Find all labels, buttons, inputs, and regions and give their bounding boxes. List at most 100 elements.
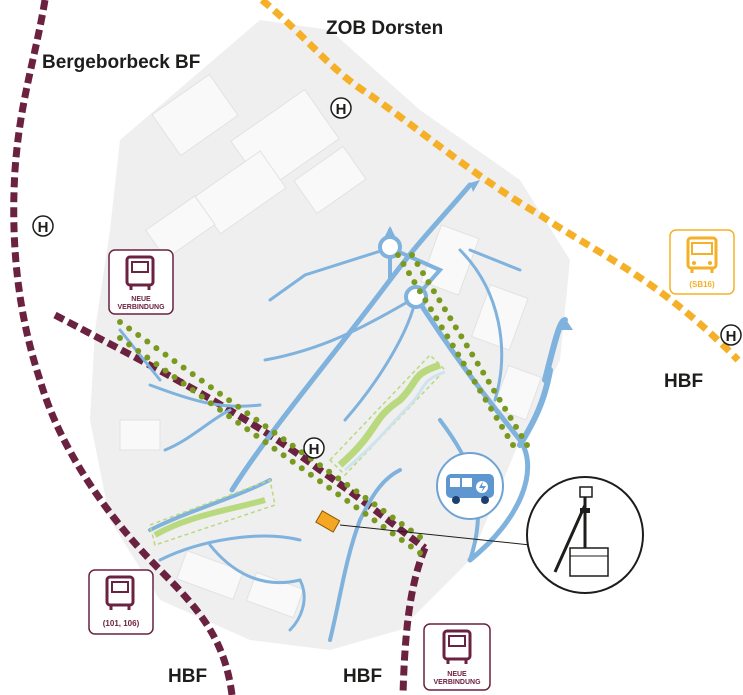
tree-dot: [409, 252, 415, 258]
tree-dot: [126, 341, 133, 348]
tree-dot: [180, 380, 187, 387]
tree-dot: [438, 324, 445, 331]
tree-dot: [449, 342, 456, 349]
tree-dot: [474, 360, 481, 367]
tree-dot: [406, 270, 412, 277]
tree-dot: [253, 416, 260, 423]
tree-dot: [395, 252, 401, 258]
tree-dot: [471, 378, 478, 385]
tree-dot: [144, 354, 151, 361]
street-arrows: [384, 180, 573, 330]
tree-dot: [518, 433, 525, 439]
tree-dot: [298, 465, 305, 472]
tree-dot: [262, 439, 269, 446]
tree-dot: [389, 514, 396, 521]
svg-text:H: H: [726, 328, 737, 345]
street-network: [118, 182, 568, 642]
tree-dot: [189, 387, 196, 394]
tree-dot: [460, 360, 467, 367]
tree-dot: [171, 358, 178, 365]
tree-dot: [162, 367, 169, 374]
svg-text:H: H: [38, 219, 49, 236]
tree-dot: [436, 297, 443, 304]
tree-dot: [513, 423, 519, 430]
rail-line-west: [10, 0, 236, 695]
tree-dot: [362, 510, 369, 517]
tree-dot: [380, 523, 387, 530]
label-hbf-right: HBF: [664, 371, 703, 392]
tram-badge-new-connection-top: NEUE VERBINDUNG: [108, 249, 174, 315]
tree-dot: [289, 458, 296, 465]
svg-text:(101, 106): (101, 106): [103, 619, 140, 628]
tree-dot: [153, 361, 160, 368]
bus-stop-h-center: H: [303, 437, 325, 459]
tree-dot: [398, 537, 405, 543]
tree-dot: [380, 507, 387, 514]
tree-dot: [217, 390, 223, 397]
pantograph-charger-icon: [526, 476, 644, 594]
tree-dot: [400, 261, 407, 267]
tree-dot: [502, 405, 509, 412]
svg-text:H: H: [336, 101, 347, 118]
rail-line-south: [399, 546, 429, 695]
tree-dot: [447, 315, 454, 322]
tree-dot: [510, 442, 516, 448]
tree-dot: [371, 501, 378, 508]
tree-dot: [496, 396, 503, 403]
tree-dot: [430, 288, 437, 295]
tree-dot: [398, 521, 405, 527]
tree-dot: [480, 369, 487, 376]
tree-dot: [135, 348, 142, 354]
tree-dot: [488, 405, 495, 412]
tree-dot: [455, 351, 462, 358]
tree-dot: [162, 351, 169, 358]
tree-dot: [524, 442, 530, 448]
tram-icon: [442, 629, 472, 664]
tree-dot: [458, 333, 465, 340]
bus-stop-h-ZOB: H: [330, 97, 352, 119]
tree-dot: [235, 419, 242, 426]
tree-dot: [280, 452, 287, 459]
tree-dot: [416, 288, 423, 295]
tree-dot: [126, 325, 133, 332]
tree-dot: [504, 433, 511, 439]
tree-dot: [135, 332, 142, 338]
tree-dot: [411, 279, 418, 286]
tree-dot: [207, 400, 214, 407]
label-bergeborbeck: Bergeborbeck BF: [42, 52, 200, 73]
tree-dot: [425, 279, 432, 286]
tree-dot: [420, 270, 426, 277]
tree-dot: [335, 475, 342, 482]
building-blocks: [119, 73, 543, 619]
tree-dot: [226, 397, 233, 404]
tree-dot: [280, 436, 287, 443]
tree-dot: [507, 414, 514, 421]
charging-station-marker: [315, 510, 341, 533]
tree-dot: [326, 484, 333, 491]
tree-dot: [307, 471, 314, 478]
tree-dot: [144, 338, 151, 345]
tree-dot: [207, 384, 214, 391]
tree-dot: [469, 351, 476, 358]
tree-dot: [414, 261, 421, 267]
tree-dot: [289, 442, 296, 449]
bus-icon: [686, 236, 718, 273]
roundabouts: [378, 235, 428, 309]
tree-dot: [189, 371, 196, 378]
svg-text:VERBINDUNG: VERBINDUNG: [117, 304, 165, 311]
tree-dot: [171, 374, 178, 381]
svg-text:H: H: [309, 441, 320, 458]
tree-dot: [244, 410, 251, 417]
bus-route-line: [259, 0, 741, 363]
label-zob-dorsten: ZOB Dorsten: [326, 18, 443, 39]
tree-dot: [477, 387, 484, 394]
tree-dot: [153, 345, 160, 352]
rail-line-new: [53, 311, 428, 551]
tree-dot: [317, 478, 323, 485]
label-hbf-bottom-left: HBF: [168, 666, 207, 687]
tree-dot: [198, 377, 205, 384]
tree-dot: [493, 414, 500, 421]
tram-icon: [105, 575, 135, 610]
